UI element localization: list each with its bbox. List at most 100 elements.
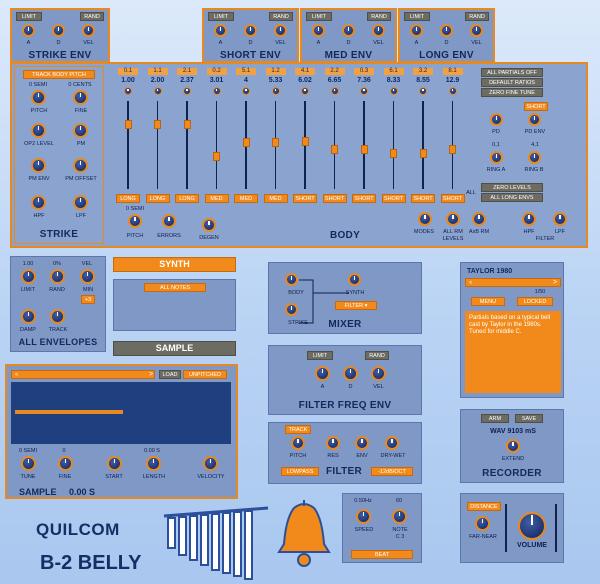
partial-ratio[interactable]: 3.2 xyxy=(413,68,433,75)
load-button[interactable]: LOAD xyxy=(159,370,181,379)
rand-button[interactable]: RAND xyxy=(465,12,489,21)
partial-ratio[interactable]: 0.1 xyxy=(118,68,138,75)
attack-knob[interactable] xyxy=(410,24,423,37)
attack-knob[interactable] xyxy=(315,366,330,381)
strike-hpf-knob[interactable] xyxy=(31,195,46,210)
limit-button[interactable]: LIMIT xyxy=(307,351,333,360)
partial-level-slider[interactable] xyxy=(419,148,427,158)
filter-env-knob[interactable] xyxy=(355,436,369,450)
partial-level-slider[interactable] xyxy=(331,145,338,155)
body-lpf-knob[interactable] xyxy=(553,212,567,226)
volume-knob[interactable] xyxy=(518,512,546,540)
velocity-knob[interactable] xyxy=(470,24,483,37)
rand-button[interactable]: RAND xyxy=(269,12,293,21)
unpitched-button[interactable]: UNPITCHED xyxy=(183,370,227,379)
rand-button[interactable]: RAND xyxy=(367,12,391,21)
strike-fine-knob[interactable] xyxy=(73,90,88,105)
partial-env-button[interactable]: SHORT xyxy=(411,194,435,203)
ring-b-knob[interactable] xyxy=(528,151,541,164)
arm-button[interactable]: ARM xyxy=(481,414,509,423)
decay-knob[interactable] xyxy=(342,24,355,37)
limit-button[interactable]: LIMIT xyxy=(306,12,332,21)
mixer-filter-dropdown[interactable]: FILTER ▾ xyxy=(335,301,377,310)
axb-rm-knob[interactable] xyxy=(472,212,486,226)
partial-env-button[interactable]: SHORT xyxy=(381,194,406,203)
all-partials-off-button[interactable]: ALL PARTIALS OFF xyxy=(481,68,543,77)
filter-mode-button[interactable]: LOWPASS xyxy=(281,467,319,476)
preset-nav-bar[interactable]: < xyxy=(465,278,561,287)
env-limit-knob[interactable] xyxy=(21,269,36,284)
partial-ratio[interactable]: 1.2 xyxy=(265,68,286,75)
partial-level-slider[interactable] xyxy=(154,119,161,129)
partial-ratio[interactable]: 6.1 xyxy=(383,68,404,75)
partial-level-slider[interactable] xyxy=(272,138,279,148)
limit-button[interactable]: LIMIT xyxy=(208,12,234,21)
decay-knob[interactable] xyxy=(440,24,453,37)
filter-slope-button[interactable]: -12dB/OCT xyxy=(371,467,413,476)
partial-level-slider[interactable] xyxy=(390,148,397,158)
limit-button[interactable]: LIMIT xyxy=(16,12,42,21)
velocity-knob[interactable] xyxy=(372,24,385,37)
degen-knob[interactable] xyxy=(202,218,216,232)
pm-offset-knob[interactable] xyxy=(73,158,88,173)
all-rm-knob[interactable] xyxy=(446,212,460,226)
partial-env-button[interactable]: MED xyxy=(204,194,229,203)
partial-env-button[interactable]: LONG xyxy=(175,194,199,203)
body-hpf-knob[interactable] xyxy=(522,212,536,226)
partial-level-slider[interactable] xyxy=(360,145,368,155)
limit-button[interactable]: LIMIT xyxy=(404,12,430,21)
note-knob[interactable] xyxy=(392,509,407,524)
min-offset-badge[interactable]: +3 xyxy=(81,295,95,304)
sample-tab[interactable]: SAMPLE xyxy=(113,341,236,356)
pd-knob[interactable] xyxy=(490,113,503,126)
partial-env-button[interactable]: MED xyxy=(234,194,258,203)
partial-ratio[interactable]: 1.1 xyxy=(147,68,168,75)
pm-env-knob[interactable] xyxy=(31,158,46,173)
pm-knob[interactable] xyxy=(73,123,88,138)
synth-tab[interactable]: SYNTH xyxy=(113,257,236,272)
attack-knob[interactable] xyxy=(214,24,227,37)
mixer-synth-knob[interactable] xyxy=(348,273,361,286)
partial-ratio[interactable]: 8.1 xyxy=(442,68,463,75)
partial-env-button[interactable]: SHORT xyxy=(440,194,465,203)
res-knob[interactable] xyxy=(326,436,340,450)
partial-ratio[interactable]: 2.1 xyxy=(177,68,197,75)
partial-level-slider[interactable] xyxy=(301,136,309,146)
velocity-knob[interactable] xyxy=(82,24,95,37)
all-long-envs-button[interactable]: ALL LONG ENVS xyxy=(481,193,543,202)
env-rand-knob[interactable] xyxy=(50,269,65,284)
partial-env-button[interactable]: LONG xyxy=(116,194,140,203)
decay-knob[interactable] xyxy=(343,366,358,381)
locked-button[interactable]: LOCKED xyxy=(517,297,553,306)
sample-prev-button[interactable]: < xyxy=(11,370,155,379)
modes-knob[interactable] xyxy=(418,212,432,226)
zero-levels-button[interactable]: ZERO LEVELS xyxy=(481,183,543,192)
menu-button[interactable]: MENU xyxy=(471,297,505,306)
body-pitch-knob[interactable] xyxy=(128,214,142,228)
dry-wet-knob[interactable] xyxy=(385,436,399,450)
partial-ratio[interactable]: 4.1 xyxy=(295,68,315,75)
env-track-knob[interactable] xyxy=(50,309,65,324)
default-ratios-button[interactable]: DEFAULT RATIOS xyxy=(481,78,543,87)
start-knob[interactable] xyxy=(107,456,122,471)
filter-pitch-knob[interactable] xyxy=(291,436,305,450)
errors-knob[interactable] xyxy=(162,214,176,228)
distance-button[interactable]: DISTANCE xyxy=(467,502,501,511)
attack-knob[interactable] xyxy=(312,24,325,37)
partial-ratio[interactable]: 0.2 xyxy=(206,68,227,75)
partial-env-button[interactable]: SHORT xyxy=(293,194,317,203)
filter-track-button[interactable]: TRACK xyxy=(285,425,311,434)
strike-lpf-knob[interactable] xyxy=(73,195,88,210)
velocity-knob[interactable] xyxy=(203,456,218,471)
pd-env-short-badge[interactable]: SHORT xyxy=(524,102,548,111)
ring-a-knob[interactable] xyxy=(490,151,503,164)
partial-env-button[interactable]: SHORT xyxy=(322,194,347,203)
beat-button[interactable]: BEAT xyxy=(351,550,413,559)
decay-knob[interactable] xyxy=(244,24,257,37)
strike-pitch-knob[interactable] xyxy=(31,90,46,105)
sample-next-arrow[interactable]: > xyxy=(148,371,154,378)
partial-ratio[interactable]: 5.1 xyxy=(236,68,256,75)
zero-fine-tune-button[interactable]: ZERO FINE TUNE xyxy=(481,88,543,97)
partial-level-slider[interactable] xyxy=(213,151,220,161)
partial-ratio[interactable]: 0.3 xyxy=(354,68,374,75)
